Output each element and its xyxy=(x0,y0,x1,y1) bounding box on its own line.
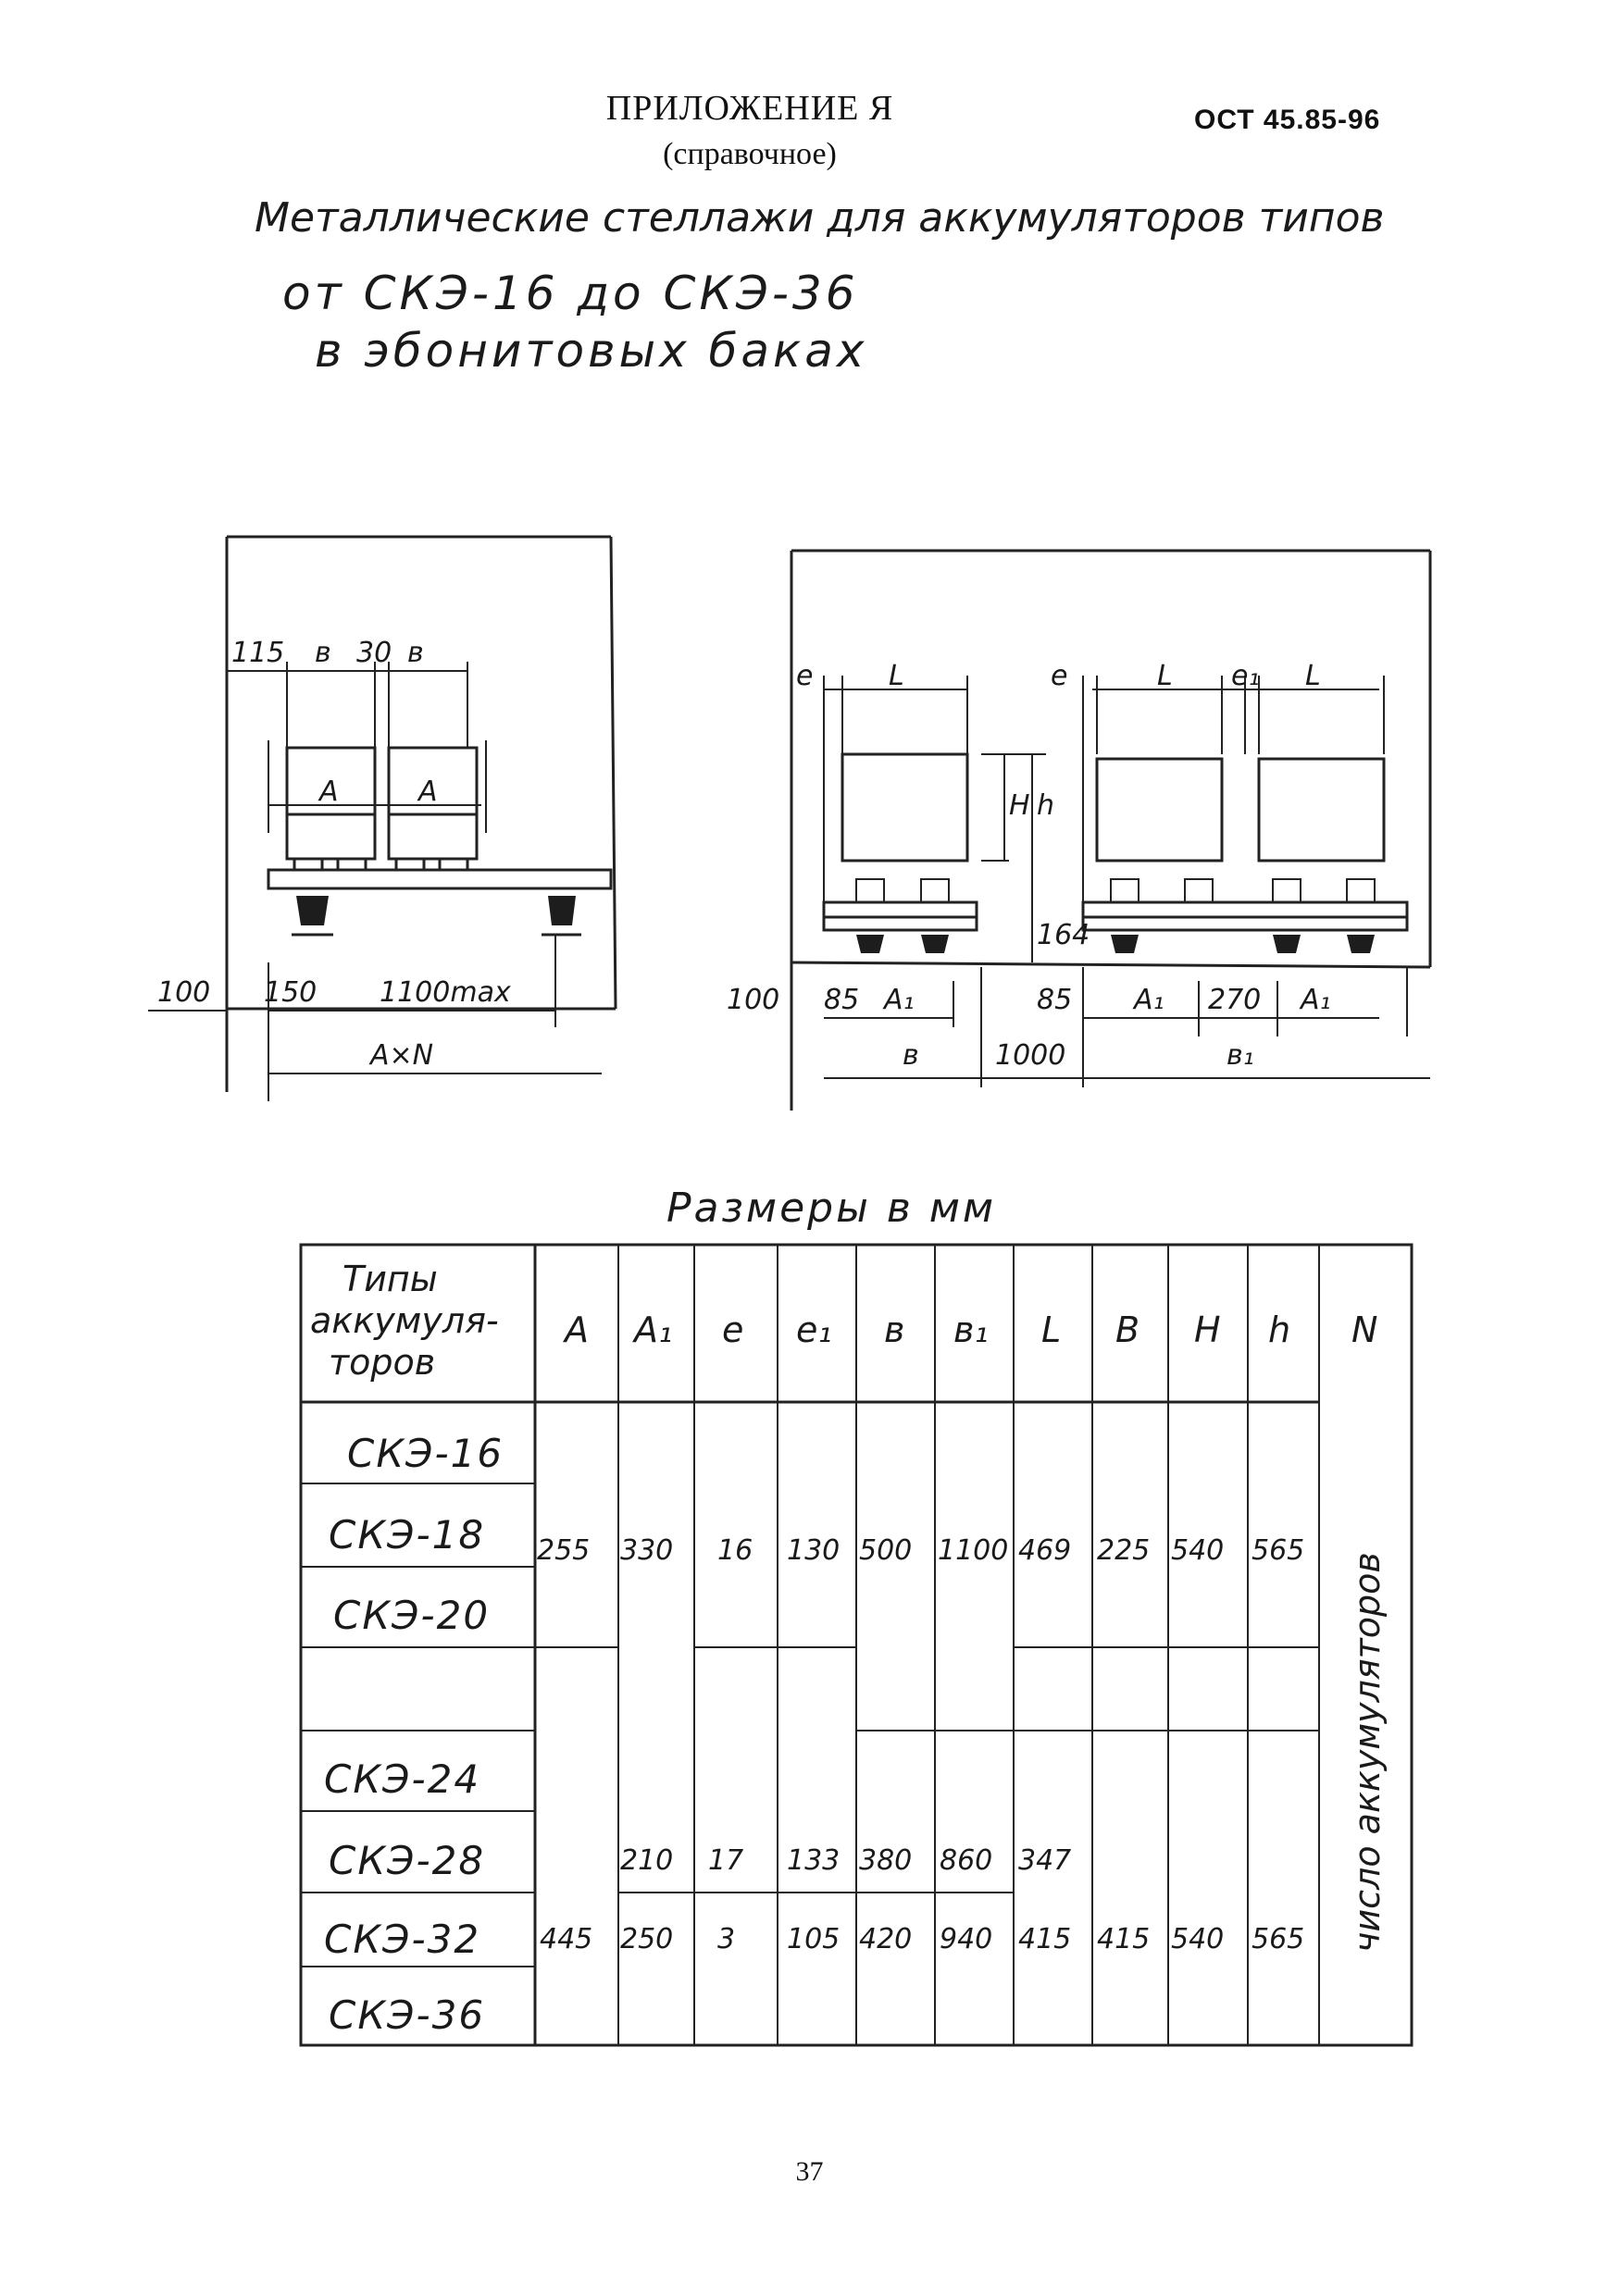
col-e1: е₁ xyxy=(796,1309,832,1350)
g2a-e: 17 xyxy=(708,1844,743,1877)
dim-1100max: 1100max xyxy=(380,976,511,1009)
g1-e1: 130 xyxy=(787,1534,840,1567)
g2a-b: 380 xyxy=(859,1844,912,1877)
g2a-a1: 210 xyxy=(620,1844,673,1877)
dim-e2: е xyxy=(1051,660,1067,692)
dim-100r: 100 xyxy=(727,984,779,1016)
dim-l3: L xyxy=(1305,660,1321,692)
right-rack-drawing: е L е L е₁ L Н h 164 100 85 А₁ 85 А₁ 270… xyxy=(727,549,1432,1111)
dim-e1: е₁ xyxy=(1231,660,1259,692)
g2b-l: 415 xyxy=(1018,1923,1071,1955)
col-a1: А₁ xyxy=(631,1309,672,1350)
dim-v1: в xyxy=(315,637,331,669)
col-bb: В xyxy=(1115,1309,1140,1350)
g1-l: 469 xyxy=(1018,1534,1071,1567)
g2b-b: 420 xyxy=(859,1923,912,1955)
left-rack-drawing: 115 в 30 в А А 100 150 1100max А×N xyxy=(148,535,617,1101)
type-ske36: СКЭ-36 xyxy=(329,1992,485,2038)
dim-115: 115 xyxy=(231,637,284,669)
g2a-l: 347 xyxy=(1018,1844,1071,1877)
dim-a1a: А₁ xyxy=(882,984,915,1016)
g1-h: 540 xyxy=(1171,1534,1224,1567)
dim-150: 150 xyxy=(264,976,317,1009)
type-ske16: СКЭ-16 xyxy=(347,1431,504,1476)
header-types-1: Типы xyxy=(342,1259,438,1299)
col-h: Н xyxy=(1194,1309,1221,1350)
n-note: число аккумуляторов xyxy=(1347,1552,1388,1953)
col-n: N xyxy=(1351,1309,1377,1350)
appendix-title: ПРИЛОЖЕНИЕ Я xyxy=(605,89,894,128)
g2b-a: 445 xyxy=(540,1923,592,1955)
g2a-b1: 860 xyxy=(940,1844,992,1877)
drawing-title-line2: от СКЭ-16 до СКЭ-36 xyxy=(282,267,859,320)
col-e: е xyxy=(722,1309,743,1350)
header-types-2: аккумуля- xyxy=(310,1300,499,1341)
dim-h-upper: Н xyxy=(1009,789,1030,822)
type-ske18: СКЭ-18 xyxy=(329,1512,485,1558)
dim-85b: 85 xyxy=(1037,984,1072,1016)
type-ske32: СКЭ-32 xyxy=(324,1917,480,1962)
g2b-h: 540 xyxy=(1171,1923,1224,1955)
dim-a2: А xyxy=(417,776,438,808)
dim-h-lower: h xyxy=(1037,789,1054,822)
g2b-e: 3 xyxy=(717,1923,735,1955)
drawing-title-line1: Металлические стеллажи для аккумуляторов… xyxy=(255,194,1385,242)
dim-85a: 85 xyxy=(824,984,859,1016)
dim-l1: L xyxy=(889,660,904,692)
g1-b: 500 xyxy=(859,1534,912,1567)
dim-b1: в₁ xyxy=(1227,1039,1254,1072)
g1-bb: 225 xyxy=(1097,1534,1150,1567)
dim-l2: L xyxy=(1157,660,1173,692)
type-ske20: СКЭ-20 xyxy=(333,1593,490,1638)
dim-270: 270 xyxy=(1208,984,1261,1016)
g2b-b1: 940 xyxy=(940,1923,992,1955)
drawing-title-line3: в эбонитовых баках xyxy=(315,324,868,378)
dim-a1c: А₁ xyxy=(1299,984,1331,1016)
g1-a1: 330 xyxy=(620,1534,673,1567)
dim-164: 164 xyxy=(1037,919,1090,951)
page-number: 37 xyxy=(795,2156,824,2187)
dim-a1b: А₁ xyxy=(1132,984,1164,1016)
sizes-note: Размеры в мм xyxy=(666,1185,997,1232)
g2b-bb: 415 xyxy=(1097,1923,1150,1955)
dim-axn: А×N xyxy=(368,1039,433,1072)
col-hh: h xyxy=(1268,1309,1290,1350)
col-l: L xyxy=(1041,1309,1061,1350)
standard-number: ОСТ 45.85-96 xyxy=(1194,105,1381,135)
g1-e: 16 xyxy=(717,1534,753,1567)
g1-hh: 565 xyxy=(1252,1534,1304,1567)
dim-100: 100 xyxy=(157,976,210,1009)
type-ske24: СКЭ-24 xyxy=(324,1756,480,1802)
dim-v2: в xyxy=(407,637,424,669)
dim-1000: 1000 xyxy=(995,1039,1065,1072)
g1-a: 255 xyxy=(537,1534,590,1567)
dimensions-table: Типы аккумуля- торов А А₁ е е₁ в в₁ L В … xyxy=(299,1243,1414,2047)
dim-a1: А xyxy=(318,776,339,808)
col-b: в xyxy=(884,1309,904,1350)
g2a-e1: 133 xyxy=(787,1844,840,1877)
g2b-e1: 105 xyxy=(787,1923,840,1955)
dim-30: 30 xyxy=(356,637,392,669)
appendix-subtitle: (справочное) xyxy=(663,137,837,171)
g1-b1: 1100 xyxy=(938,1534,1008,1567)
dim-b: в xyxy=(903,1039,919,1072)
dim-e: е xyxy=(796,660,813,692)
header-types-3: торов xyxy=(329,1342,435,1383)
type-ske28: СКЭ-28 xyxy=(329,1838,485,1883)
g2b-a1: 250 xyxy=(620,1923,673,1955)
col-b1: в₁ xyxy=(953,1309,989,1350)
g2b-hh: 565 xyxy=(1252,1923,1304,1955)
col-a: А xyxy=(562,1309,589,1350)
